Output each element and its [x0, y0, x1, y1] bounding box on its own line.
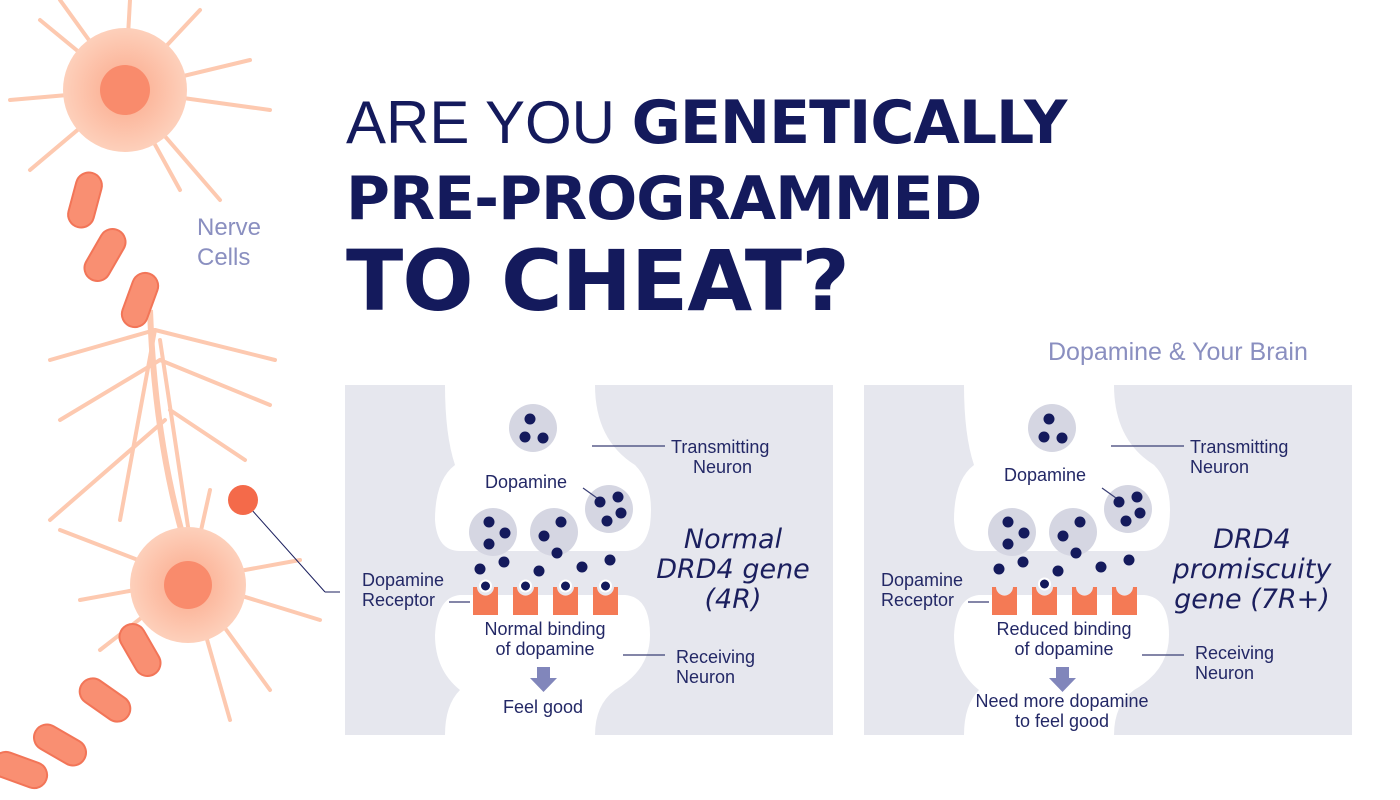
myelin-segment: [118, 623, 162, 677]
receiving-neuron-shape: [435, 595, 650, 735]
dopamine-molecule: [1043, 413, 1055, 425]
dopamine-receptor: [1112, 587, 1137, 615]
bound-dopamine: [519, 579, 532, 593]
dopamine-molecule: [499, 527, 511, 539]
vesicle: [509, 404, 557, 452]
dopamine-molecule: [498, 556, 510, 568]
dopamine-molecule: [594, 496, 606, 508]
dopamine-label: Dopamine: [1004, 465, 1087, 485]
dopamine-receptor: [1072, 587, 1097, 615]
dopamine-molecule: [1134, 507, 1146, 519]
title-line-2: PRE-PROGRAMMED: [346, 164, 982, 234]
dopamine-molecule: [1113, 496, 1125, 508]
title-light: ARE YOU: [346, 89, 632, 156]
dopamine-molecule: [1038, 431, 1050, 443]
nucleus: [164, 561, 212, 609]
myelin-segment: [33, 723, 87, 767]
dopamine-molecule: [1057, 530, 1069, 542]
dopamine-molecule: [555, 516, 567, 528]
dopamine-molecule: [576, 561, 588, 573]
bound-dopamine: [1038, 577, 1051, 591]
dopamine-molecule: [1018, 527, 1030, 539]
title-line-3: TO CHEAT?: [346, 232, 850, 330]
dopamine-molecule: [604, 554, 616, 566]
title-line-1: ARE YOU GENETICALLY: [346, 88, 1068, 158]
dopamine-molecule: [1074, 516, 1086, 528]
dopamine-molecule: [601, 515, 613, 527]
dopamine-receptor: [473, 587, 498, 615]
nerve-cells-illustration: [0, 0, 340, 790]
dopamine-molecule: [474, 563, 486, 575]
dopamine-molecule: [533, 565, 545, 577]
dopamine-molecule: [1070, 547, 1082, 559]
myelin-segment: [67, 171, 103, 229]
dopamine-label: Dopamine: [485, 472, 568, 492]
myelin-segment: [83, 228, 127, 282]
dopamine-receptor: [513, 587, 538, 615]
highlight-synapse: [228, 485, 258, 515]
bound-dopamine: [599, 579, 612, 593]
dopamine-molecule: [1120, 515, 1132, 527]
dopamine-receptor: [992, 587, 1017, 615]
myelin-segment: [120, 271, 160, 329]
vesicle: [1028, 404, 1076, 452]
dopamine-molecule: [1052, 565, 1064, 577]
dopamine-receptor: [1032, 587, 1057, 615]
dopamine-molecule: [1123, 554, 1135, 566]
dopamine-molecule: [483, 538, 495, 550]
dopamine-receptor: [553, 587, 578, 615]
dopamine-molecule: [538, 530, 550, 542]
dopamine-receptor: [593, 587, 618, 615]
myelin-segment: [78, 677, 132, 723]
down-arrow-icon: [530, 667, 557, 692]
down-arrow-icon: [1049, 667, 1076, 692]
nerve-label-line2: Cells: [197, 244, 251, 271]
dopamine-molecule: [615, 507, 627, 519]
dopamine-molecule: [1056, 432, 1068, 444]
dopamine-molecule: [524, 413, 536, 425]
dopamine-molecule: [993, 563, 1005, 575]
dopamine-molecule: [519, 431, 531, 443]
vesicle: [988, 508, 1036, 556]
section-subtitle: Dopamine & Your Brain: [1048, 338, 1308, 366]
dopamine-molecule: [537, 432, 549, 444]
dopamine-molecule: [1017, 556, 1029, 568]
dopamine-molecule: [1131, 491, 1143, 503]
bound-dopamine: [479, 579, 492, 593]
bound-dopamine: [559, 579, 572, 593]
receiving-neuron-shape: [954, 595, 1169, 735]
dopamine-molecule: [551, 547, 563, 559]
result-label: Feel good: [502, 697, 584, 717]
myelin-segment: [0, 750, 49, 790]
dopamine-molecule: [612, 491, 624, 503]
dopamine-molecule: [1002, 516, 1014, 528]
title-bold: GENETICALLY: [631, 88, 1068, 158]
nerve-label-line1: Nerve: [197, 214, 262, 241]
dopamine-molecule: [1095, 561, 1107, 573]
dopamine-molecule: [483, 516, 495, 528]
nucleus: [100, 65, 150, 115]
vesicle: [469, 508, 517, 556]
dopamine-molecule: [1002, 538, 1014, 550]
